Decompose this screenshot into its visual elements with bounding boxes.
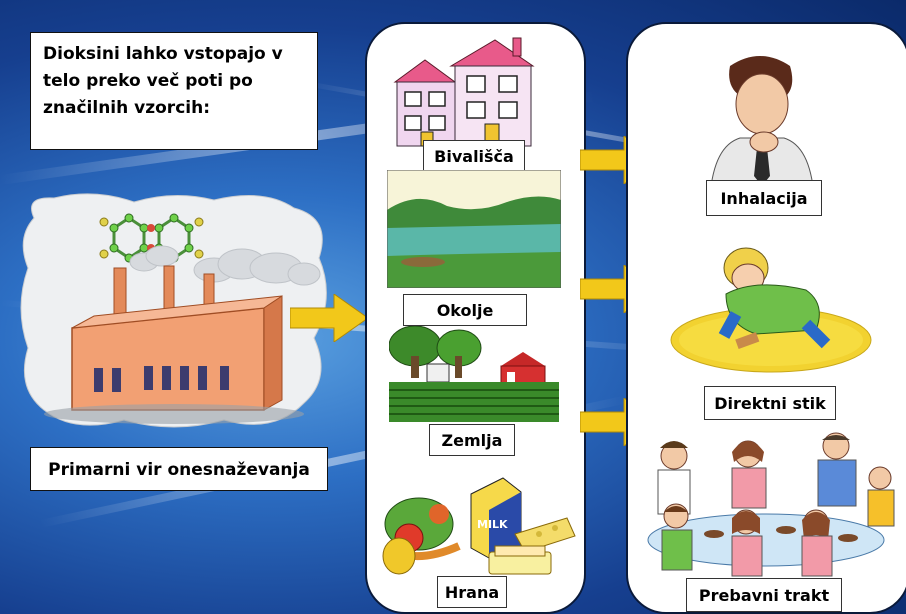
pollution-source-illustration <box>14 188 336 434</box>
media-label-food: Hrana <box>437 576 507 608</box>
media-label-dwellings: Bivališča <box>423 140 525 172</box>
family-dinner-icon <box>647 432 895 577</box>
intro-text-box: Dioksini lahko vstopajo v telo preko več… <box>30 32 318 150</box>
exposure-routes-panel: Inhalacija Direktni stik <box>626 22 906 614</box>
person-inhaling-icon <box>709 56 815 196</box>
route-label-digestive-tract: Prebavni trakt <box>686 578 842 612</box>
factory-icon <box>44 265 304 424</box>
soil-farm-image <box>389 326 559 422</box>
route-label-inhalation: Inhalacija <box>706 180 822 216</box>
food-icon: MILK <box>382 477 576 575</box>
child-direct-contact-icon <box>670 247 872 373</box>
source-label: Primarni vir onesnaževanja <box>30 447 328 491</box>
milk-carton-text: MILK <box>477 518 508 531</box>
houses-icon <box>393 37 535 147</box>
smoke-icon <box>129 245 321 286</box>
route-label-direct-contact: Direktni stik <box>704 386 836 420</box>
media-label-environment: Okolje <box>403 294 527 326</box>
media-panel: Bivališča Okolje Zemlja <box>365 22 586 614</box>
arrow-source-to-media <box>290 294 368 342</box>
environment-lake-image <box>387 170 561 288</box>
media-label-soil: Zemlja <box>429 424 515 456</box>
